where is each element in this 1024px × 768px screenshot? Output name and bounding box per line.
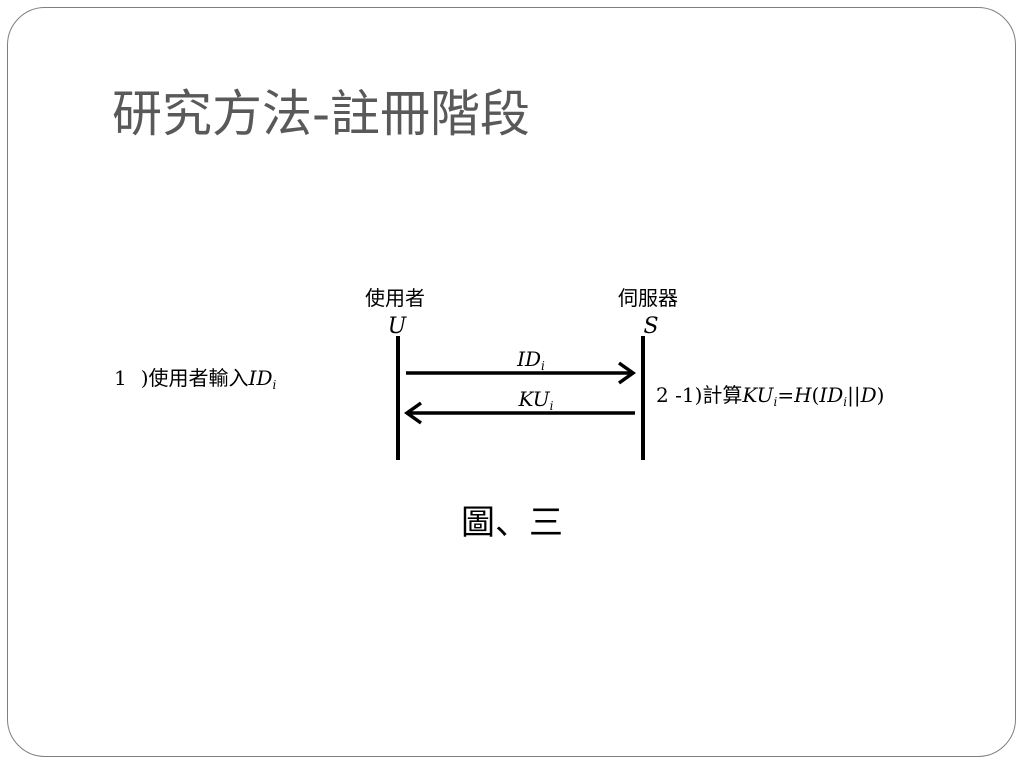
server-symbol: S: [643, 314, 658, 339]
slide-frame: [7, 7, 1016, 757]
figure-caption: 圖、三: [461, 503, 563, 543]
message-label-id: IDi: [516, 347, 545, 373]
slide-title: 研究方法-註冊階段: [112, 85, 531, 143]
user-symbol: U: [388, 314, 408, 339]
step-2-1-annotation: 2 -1)計算KUi=H(IDi||D): [656, 383, 884, 409]
message-label-ku: KUi: [518, 387, 554, 413]
message-arrow-ku: [403, 401, 635, 425]
step-1-annotation: 1)使用者輸入IDi: [114, 366, 276, 392]
user-label: 使用者: [365, 286, 425, 310]
message-arrow-id: [406, 361, 637, 385]
server-label: 伺服器: [618, 286, 678, 310]
